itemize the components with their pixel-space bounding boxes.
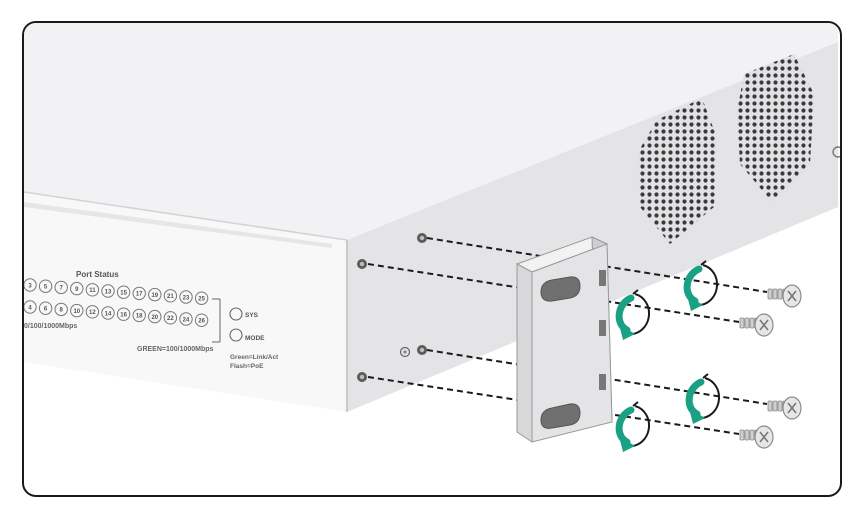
clockwise-rotation-arrow-icon bbox=[615, 289, 650, 340]
mounting-bracket-icon bbox=[515, 236, 613, 443]
port-led: 25 bbox=[194, 291, 209, 305]
port-number: 15 bbox=[120, 291, 127, 297]
port-status-label: Port Status bbox=[76, 270, 119, 279]
port-led: 22 bbox=[163, 311, 178, 325]
port-led: 26 bbox=[194, 313, 209, 327]
port-number: 3 bbox=[28, 283, 32, 289]
port-number: 16 bbox=[120, 313, 127, 319]
port-led: 6 bbox=[38, 301, 53, 315]
port-number: 9 bbox=[75, 287, 79, 293]
port-number: 17 bbox=[136, 292, 143, 298]
port-led: 12 bbox=[85, 305, 100, 319]
port-led: 20 bbox=[148, 309, 162, 324]
port-led: 3 bbox=[24, 278, 37, 292]
port-number: 13 bbox=[105, 289, 112, 295]
port-number: 11 bbox=[89, 288, 96, 294]
screw-hole bbox=[417, 233, 427, 243]
chassis-front-panel bbox=[24, 192, 347, 412]
speed-label-right: GREEN=100/1000Mbps bbox=[137, 346, 214, 353]
speed-label-left: 0/100/1000Mbps bbox=[24, 323, 77, 330]
port-number: 12 bbox=[89, 310, 96, 316]
led-legend-line1: Green=Link/Act bbox=[230, 354, 279, 361]
port-led: 15 bbox=[116, 285, 131, 299]
port-led: 17 bbox=[132, 286, 146, 301]
port-led: 11 bbox=[85, 283, 100, 297]
clockwise-rotation-arrow-icon bbox=[615, 401, 650, 452]
screw-hole bbox=[399, 346, 411, 358]
screw-icon bbox=[767, 284, 802, 308]
screw-icon bbox=[739, 425, 774, 449]
port-led: 14 bbox=[101, 306, 115, 320]
port-number: 14 bbox=[105, 311, 112, 317]
mode-label: MODE bbox=[245, 335, 265, 342]
sys-label: SYS bbox=[245, 312, 259, 319]
port-status-leds: 3 5 7 9 11 13 15 17 19 21 23 25 4 6 8 10 12 14 16 18 20 22 24 2… bbox=[24, 278, 209, 327]
port-led: 7 bbox=[54, 280, 68, 295]
port-number: 24 bbox=[183, 317, 190, 323]
screw-hole bbox=[357, 259, 367, 269]
port-number: 8 bbox=[60, 308, 64, 314]
clockwise-rotation-arrow-icon bbox=[683, 260, 718, 311]
port-number: 23 bbox=[183, 295, 190, 301]
screws bbox=[739, 284, 802, 449]
port-led: 13 bbox=[101, 284, 115, 298]
port-led: 4 bbox=[24, 300, 37, 314]
port-number: 26 bbox=[198, 319, 205, 325]
screw-icon bbox=[767, 396, 802, 420]
installation-diagram: 3 5 7 9 11 13 15 17 19 21 23 25 4 6 8 10 12 14 16 18 20 22 24 2… bbox=[24, 23, 840, 452]
port-led: 19 bbox=[148, 287, 162, 302]
port-led: 16 bbox=[116, 307, 131, 321]
screw-hole bbox=[357, 372, 367, 382]
port-number: 6 bbox=[44, 307, 48, 313]
port-led: 8 bbox=[54, 302, 68, 317]
port-number: 20 bbox=[151, 315, 158, 321]
port-number: 10 bbox=[73, 309, 80, 315]
illustration-frame: 3 5 7 9 11 13 15 17 19 21 23 25 4 6 8 10 12 14 16 18 20 22 24 2… bbox=[22, 21, 842, 497]
port-led: 24 bbox=[179, 312, 193, 326]
port-led: 21 bbox=[163, 289, 178, 303]
rotation-arrows bbox=[615, 260, 720, 452]
port-number: 18 bbox=[136, 314, 143, 320]
port-number: 7 bbox=[60, 286, 64, 292]
port-number: 5 bbox=[44, 285, 48, 291]
port-led: 9 bbox=[70, 281, 84, 296]
port-led: 5 bbox=[38, 279, 53, 293]
port-number: 22 bbox=[167, 316, 174, 322]
port-number: 19 bbox=[151, 293, 158, 299]
sys-led bbox=[229, 307, 243, 321]
port-number: 21 bbox=[167, 294, 174, 300]
port-led: 10 bbox=[70, 303, 84, 318]
port-led: 23 bbox=[179, 290, 193, 304]
led-legend-line2: Flash=PoE bbox=[230, 363, 264, 370]
port-number: 4 bbox=[28, 305, 32, 311]
mode-button bbox=[229, 328, 243, 342]
screw-icon bbox=[739, 313, 774, 337]
chassis-top bbox=[24, 23, 838, 240]
port-led: 18 bbox=[132, 308, 146, 323]
port-number: 25 bbox=[198, 297, 205, 303]
screw-hole bbox=[417, 345, 427, 355]
clockwise-rotation-arrow-icon bbox=[685, 373, 720, 424]
